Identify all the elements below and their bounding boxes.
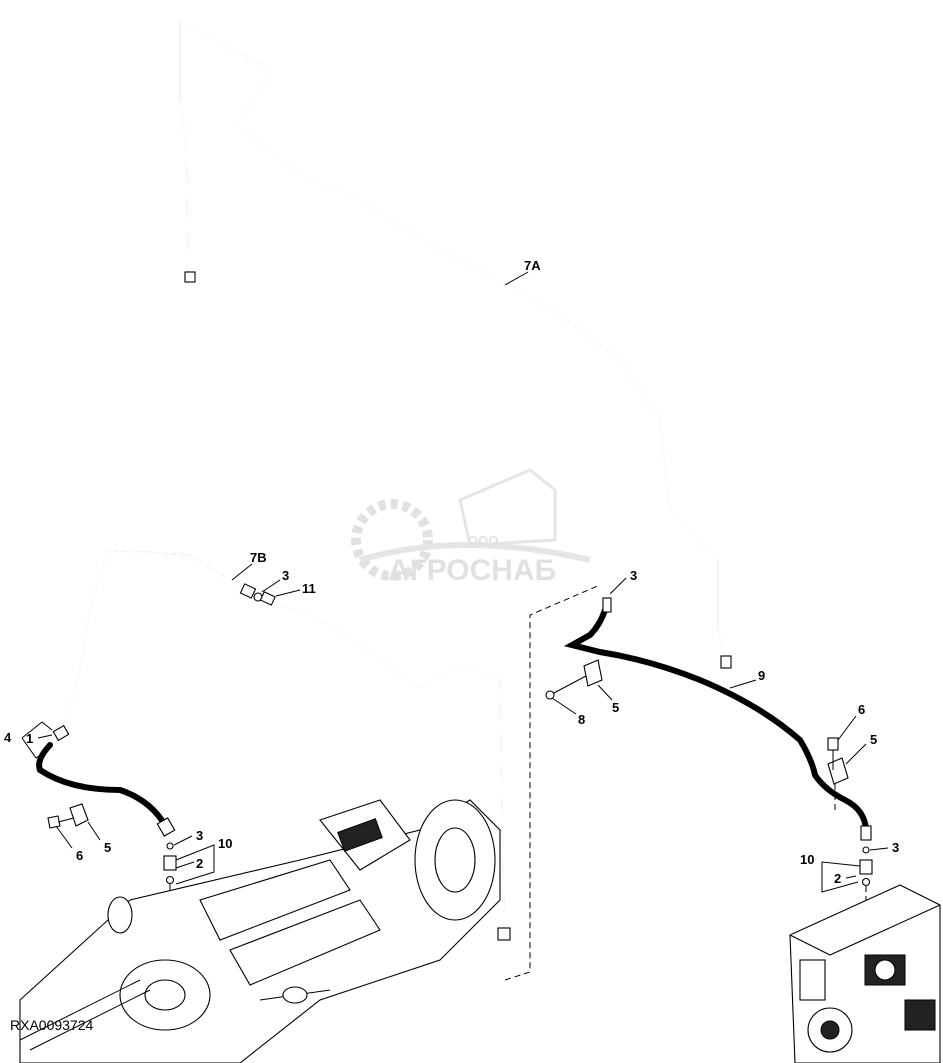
callout-3-left-lower: 3 bbox=[196, 828, 203, 843]
bolt-6-left bbox=[47, 815, 61, 829]
clamp-left bbox=[47, 803, 89, 829]
adapter-11 bbox=[259, 591, 276, 606]
figure-code: RXA0093724 bbox=[10, 1017, 94, 1033]
adapter-10-left bbox=[163, 855, 177, 871]
o-ring-2-right bbox=[861, 877, 871, 887]
o-ring-3-right-lower bbox=[862, 846, 870, 854]
tube-7b-fitting bbox=[239, 583, 257, 599]
clamp-5-left bbox=[69, 803, 89, 827]
leader-lines bbox=[21, 271, 889, 893]
callout-5-right-mid: 5 bbox=[612, 700, 619, 715]
hose-9-bottom-fitting bbox=[860, 825, 872, 841]
callout-7b: 7B bbox=[250, 550, 267, 565]
o-ring-3-left-lower bbox=[166, 842, 174, 850]
callout-5-right: 5 bbox=[870, 732, 877, 747]
watermark-gear-icon bbox=[351, 499, 433, 581]
clamp-right bbox=[827, 737, 849, 810]
callout-10-left: 10 bbox=[218, 836, 232, 851]
hose-9 bbox=[563, 597, 872, 841]
hose-left-end-fitting bbox=[156, 817, 176, 837]
fitting-1 bbox=[52, 724, 70, 742]
clamp-5-right bbox=[827, 757, 849, 785]
bolt-8 bbox=[545, 690, 555, 700]
callout-3-right-lower: 3 bbox=[892, 840, 899, 855]
callout-8: 8 bbox=[578, 712, 585, 727]
callout-10-right: 10 bbox=[800, 852, 814, 867]
callout-9: 9 bbox=[758, 668, 765, 683]
tube-7a bbox=[179, 18, 732, 669]
hose-9-top-fitting bbox=[602, 597, 612, 613]
callout-4: 4 bbox=[4, 730, 12, 745]
boundary-dashed bbox=[504, 584, 601, 981]
callout-2-left: 2 bbox=[196, 856, 203, 871]
watermark-logo: ООО АГРОСНАБ bbox=[351, 468, 591, 587]
fittings-right-stack bbox=[859, 846, 873, 905]
callout-5-left: 5 bbox=[104, 840, 111, 855]
callout-11: 11 bbox=[302, 581, 316, 596]
clamp-5-right-mid bbox=[583, 659, 603, 687]
watermark-harvester-icon bbox=[458, 468, 557, 547]
callout-7a: 7A bbox=[524, 258, 541, 273]
callout-1: 1 bbox=[26, 731, 33, 746]
watermark-brand: АГРОСНАБ bbox=[388, 554, 556, 587]
tube-7a-fitting-top bbox=[184, 271, 196, 283]
tube-7a-fitting-right bbox=[720, 655, 732, 669]
housing-right bbox=[789, 884, 941, 1063]
callout-2-right: 2 bbox=[834, 871, 841, 886]
callout-6-right: 6 bbox=[858, 702, 865, 717]
axle-left bbox=[19, 799, 501, 1063]
adapter-10-right bbox=[859, 859, 873, 875]
clamp-right-mid bbox=[545, 659, 603, 700]
tube-7b bbox=[52, 549, 511, 941]
callout-3-right-top: 3 bbox=[630, 568, 637, 583]
callout-6-left: 6 bbox=[76, 848, 83, 863]
bolt-6-right bbox=[827, 737, 839, 751]
callout-3-left: 3 bbox=[282, 568, 289, 583]
tube-7b-end-fitting bbox=[497, 927, 511, 941]
callout-labels: 7A 7B 3 11 4 1 5 6 3 10 2 3 9 5 8 6 5 3 … bbox=[4, 258, 899, 886]
o-ring-2-left bbox=[165, 875, 175, 885]
watermark-prefix: ООО bbox=[468, 533, 498, 548]
hose-left bbox=[36, 742, 176, 837]
